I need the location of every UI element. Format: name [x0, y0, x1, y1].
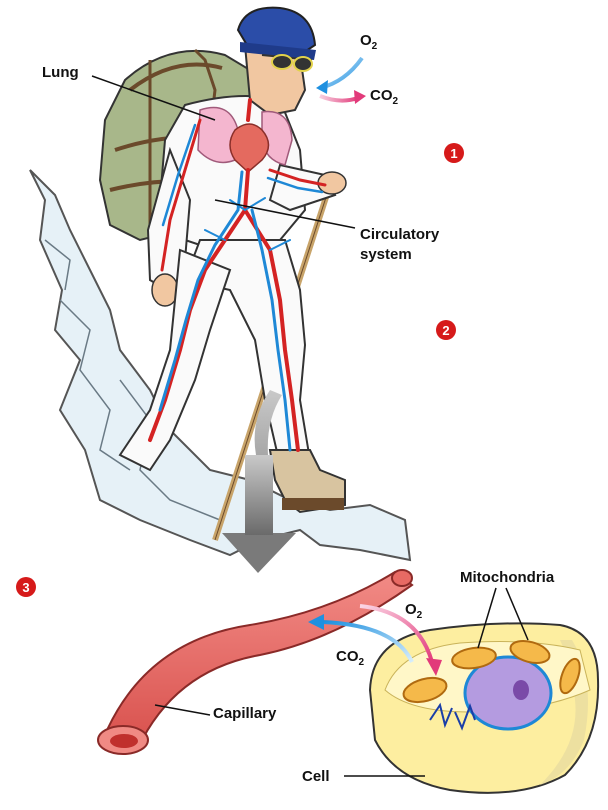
svg-text:2: 2 — [442, 323, 449, 338]
step-marker-3: 3 — [16, 577, 36, 597]
label-system: system — [360, 246, 412, 263]
label-co2-top: CO2 — [370, 87, 399, 107]
label-o2-top: O2 — [360, 32, 378, 52]
label-capillary: Capillary — [213, 705, 277, 722]
label-cell: Cell — [302, 768, 330, 785]
step-marker-1: 1 — [444, 143, 464, 163]
co2-exhale-arrow — [320, 96, 358, 101]
svg-text:3: 3 — [22, 580, 29, 595]
nucleolus — [513, 680, 529, 700]
svg-text:1: 1 — [450, 146, 457, 161]
label-circulatory: Circulatory — [360, 226, 440, 243]
step-marker-2: 2 — [436, 320, 456, 340]
label-mitochondria: Mitochondria — [460, 569, 555, 586]
label-o2-bottom: O2 — [405, 601, 423, 621]
capillary — [98, 570, 412, 754]
label-co2-bottom: CO2 — [336, 648, 365, 668]
label-lung: Lung — [42, 64, 79, 81]
